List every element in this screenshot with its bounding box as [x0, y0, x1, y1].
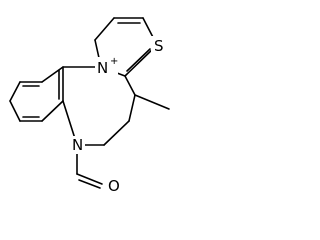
- sulfur-label-bg: [151, 36, 169, 54]
- atom-label-backgrounds: [71, 36, 169, 194]
- bond-formyl-c-o-1: [76, 173, 103, 185]
- nitrogen-cation-label-bg: [95, 57, 118, 76]
- oxygen-atom-label: O: [108, 177, 120, 195]
- bond-benzene-4: [9, 100, 21, 122]
- bond-diazepine-3: [124, 75, 136, 96]
- bond-formyl-c-o-2: [78, 179, 101, 189]
- bond-benzene-3: [9, 81, 21, 102]
- bond-thiazole-2: [94, 17, 115, 41]
- nitrogen-amide-label-bg: [71, 136, 85, 154]
- nitrogen-cation-charge-label: +: [110, 56, 118, 67]
- structure-canvas: S N + N O: [9, 17, 170, 195]
- bond-benzene-1: [41, 66, 64, 83]
- bond-diazepine-5: [103, 120, 130, 146]
- benzene-ring: [9, 66, 64, 122]
- diazepine-ring: [62, 66, 136, 146]
- bond-diazepine-4: [128, 94, 136, 122]
- sulfur-atom-label: S: [154, 37, 164, 55]
- methyl-group: [134, 94, 170, 110]
- bond-thiazole-inner-2: [126, 48, 151, 72]
- bond-methyl: [134, 94, 170, 110]
- oxygen-label-bg: [106, 176, 122, 194]
- nitrogen-cation-atom-label: N: [97, 59, 108, 77]
- nitrogen-amide-atom-label: N: [72, 136, 83, 154]
- molecule-diagram: S N + N O: [9, 17, 170, 195]
- atom-labels: S N + N O: [72, 37, 164, 195]
- bond-benzene-6: [41, 100, 64, 122]
